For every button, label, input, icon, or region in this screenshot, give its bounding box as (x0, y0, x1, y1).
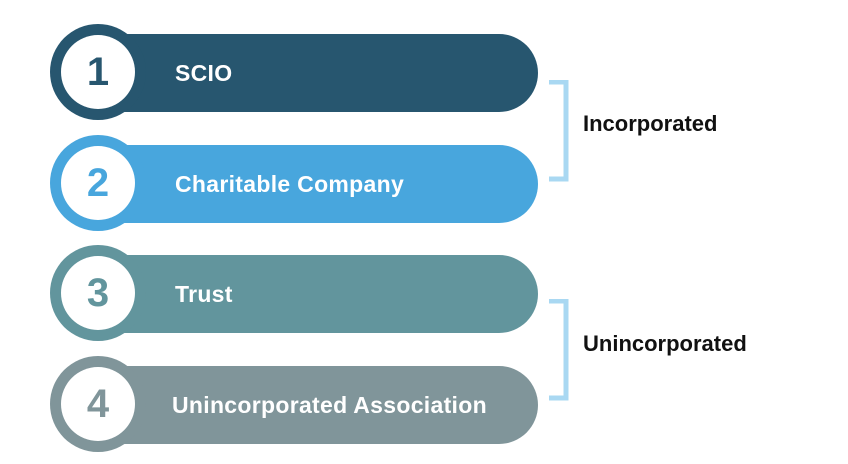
number-badge: 4 (50, 356, 146, 452)
incorporated-label: Incorporated (583, 111, 718, 136)
incorporated-bracket (549, 80, 569, 182)
item-bar (98, 366, 538, 444)
structure-item-2: Charitable Company 2 (50, 135, 542, 231)
number-text: 2 (61, 146, 135, 220)
number-badge: 2 (50, 135, 146, 231)
item-bar (98, 255, 538, 333)
structure-item-4: Unincorporated Association 4 (50, 356, 542, 452)
number-text: 3 (61, 256, 135, 330)
number-text: 1 (61, 35, 135, 109)
number-text: 4 (61, 367, 135, 441)
item-bar (98, 34, 538, 112)
item-label: SCIO (175, 59, 233, 86)
item-label: Unincorporated Association (172, 391, 487, 418)
item-label: Charitable Company (175, 170, 405, 197)
item-bar (98, 145, 538, 223)
unincorporated-label: Unincorporated (583, 331, 747, 356)
item-label: Trust (175, 280, 233, 307)
number-badge: 1 (50, 24, 146, 120)
structure-item-1: SCIO 1 (50, 24, 542, 120)
unincorporated-bracket (549, 299, 569, 401)
structure-item-3: Trust 3 (50, 245, 542, 341)
number-badge: 3 (50, 245, 146, 341)
